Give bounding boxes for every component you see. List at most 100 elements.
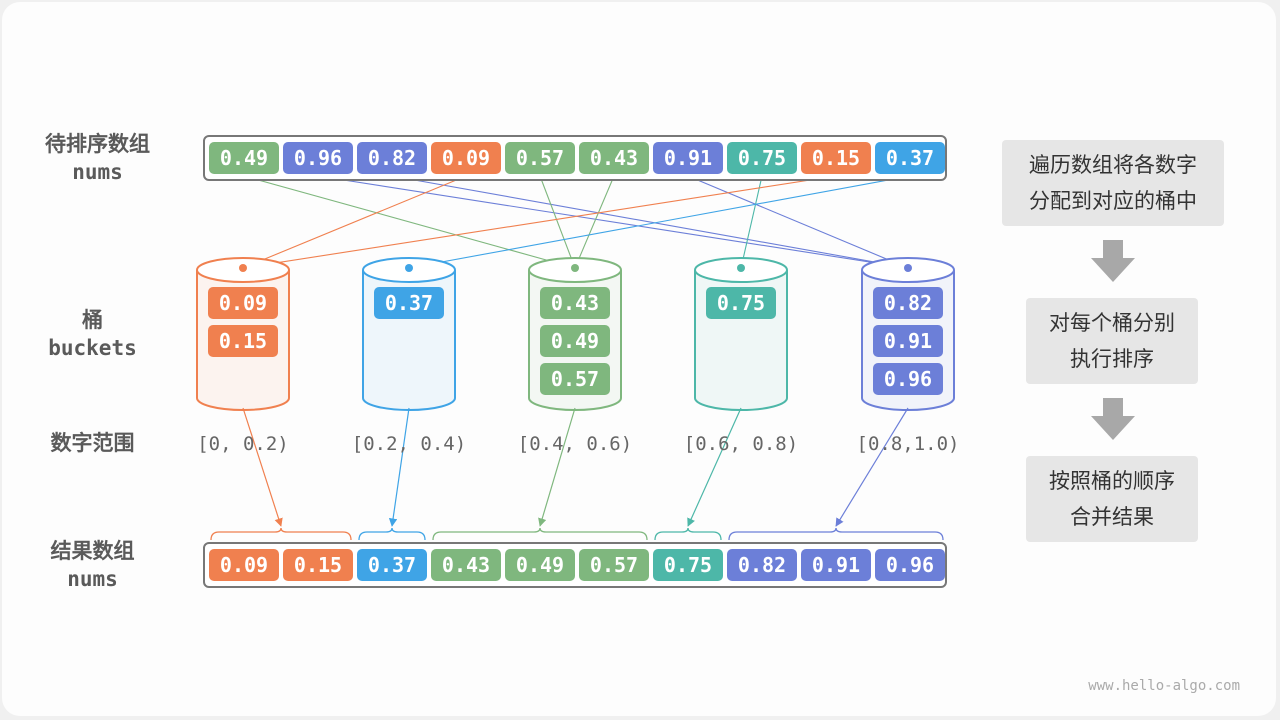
input-array-cell-bg bbox=[505, 142, 575, 174]
distribute-line bbox=[242, 175, 837, 269]
input-array-cell: 0.75 bbox=[727, 142, 797, 174]
merge-arrow bbox=[687, 407, 742, 527]
input-label-en: nums bbox=[72, 160, 123, 184]
merge-brace bbox=[728, 527, 944, 541]
step-distribute-line2: 分配到对应的桶中 bbox=[1029, 189, 1197, 213]
input-array-cell-value: 0.43 bbox=[590, 146, 638, 170]
output-array-cell-value: 0.57 bbox=[590, 553, 638, 577]
distribute-line bbox=[242, 175, 467, 269]
bucket-label-cn: 桶 bbox=[82, 308, 103, 332]
input-array-cell-bg bbox=[727, 142, 797, 174]
input-array-cell-value: 0.37 bbox=[886, 146, 934, 170]
bucket-item-bg bbox=[208, 325, 278, 357]
output-label-en: nums bbox=[67, 567, 118, 591]
bucket-item-value: 0.96 bbox=[884, 367, 932, 391]
output-array-cell: 0.82 bbox=[727, 549, 797, 581]
output-array-cell-value: 0.09 bbox=[220, 553, 268, 577]
output-array-cell-value: 0.96 bbox=[886, 553, 934, 577]
output-array-cell-bg bbox=[579, 549, 649, 581]
bucket-item-bg bbox=[706, 287, 776, 319]
bucket-item-value: 0.09 bbox=[219, 291, 267, 315]
step-distribute-line1: 遍历数组将各数字 bbox=[1029, 153, 1197, 177]
bucket: 0.37 [0.2, 0.4) bbox=[352, 257, 466, 455]
bucket-label-en: buckets bbox=[48, 336, 137, 360]
input-array-cell: 0.15 bbox=[801, 142, 871, 174]
step-merge-line2: 合并结果 bbox=[1070, 505, 1154, 529]
bucket-item-value: 0.57 bbox=[551, 367, 599, 391]
output-array-cell-bg bbox=[875, 549, 945, 581]
output-array-cell-value: 0.82 bbox=[738, 553, 786, 577]
input-array-cell-value: 0.57 bbox=[516, 146, 564, 170]
bucket-item-bg bbox=[873, 325, 943, 357]
bucket-entry-dot bbox=[571, 264, 579, 272]
output-array-cell: 0.96 bbox=[875, 549, 945, 581]
bucket-item-bg bbox=[540, 287, 610, 319]
bucket-item-bg bbox=[208, 287, 278, 319]
input-row-label: 待排序数组 nums bbox=[30, 130, 165, 186]
merge-brace bbox=[654, 527, 722, 541]
merge-arrow bbox=[835, 407, 909, 527]
input-array-cell: 0.09 bbox=[431, 142, 501, 174]
bucket: 0.820.910.96[0.8,1.0) bbox=[857, 257, 959, 455]
distribute-line bbox=[687, 175, 909, 269]
output-array-cell-value: 0.75 bbox=[664, 553, 712, 577]
merge-brace bbox=[432, 527, 648, 541]
distribute-line bbox=[539, 175, 576, 269]
output-array-cell-bg bbox=[727, 549, 797, 581]
input-array-cell-bg bbox=[579, 142, 649, 174]
output-array-cell-bg bbox=[653, 549, 723, 581]
distribute-line bbox=[574, 175, 615, 269]
bucket-entry-dot bbox=[904, 264, 912, 272]
output-array-cell: 0.49 bbox=[505, 549, 575, 581]
buckets-layer: 0.090.15[0, 0.2)0.37[0.2, 0.4)0.430.490.… bbox=[196, 257, 959, 455]
input-array-cell: 0.49 bbox=[209, 142, 279, 174]
bucket: 0.430.490.57[0.4, 0.6) bbox=[518, 257, 632, 455]
output-array-cell: 0.37 bbox=[357, 549, 427, 581]
bucket-entry-dot bbox=[239, 264, 247, 272]
input-array-cell-bg bbox=[653, 142, 723, 174]
bucket-item-value: 0.37 bbox=[385, 291, 433, 315]
input-array-cell-bg bbox=[357, 142, 427, 174]
output-array-cell: 0.15 bbox=[283, 549, 353, 581]
bucket-item-bg bbox=[540, 363, 610, 395]
input-array-cell: 0.43 bbox=[579, 142, 649, 174]
output-array-cell-value: 0.49 bbox=[516, 553, 564, 577]
output-array-cell-value: 0.37 bbox=[368, 553, 416, 577]
step-distribute: 遍历数组将各数字 分配到对应的桶中 bbox=[1002, 140, 1224, 226]
output-array-cell: 0.09 bbox=[209, 549, 279, 581]
output-array-cell-value: 0.43 bbox=[442, 553, 490, 577]
output-array-cell-bg bbox=[209, 549, 279, 581]
connection-lines bbox=[210, 175, 944, 541]
distribute-line bbox=[408, 175, 911, 269]
input-array-cell: 0.91 bbox=[653, 142, 723, 174]
bucket-range-label: [0.4, 0.6) bbox=[518, 433, 632, 455]
output-array-cell: 0.43 bbox=[431, 549, 501, 581]
step-merge-line1: 按照桶的顺序 bbox=[1049, 469, 1175, 493]
input-label-cn: 待排序数组 bbox=[45, 132, 150, 156]
bucket-range-label: [0, 0.2) bbox=[197, 433, 289, 455]
input-array-cell-bg bbox=[431, 142, 501, 174]
input-array-cell-bg bbox=[875, 142, 945, 174]
bucket-range-label: [0.2, 0.4) bbox=[352, 433, 466, 455]
output-array-cell: 0.75 bbox=[653, 549, 723, 581]
output-row-label: 结果数组 nums bbox=[30, 537, 155, 593]
merge-arrow bbox=[242, 407, 283, 527]
bucket-item-bg bbox=[374, 287, 444, 319]
bucket-item-value: 0.91 bbox=[884, 329, 932, 353]
step-sort-buckets: 对每个桶分别 执行排序 bbox=[1026, 298, 1198, 384]
bucket-item-value: 0.15 bbox=[219, 329, 267, 353]
bucket-item-value: 0.49 bbox=[551, 329, 599, 353]
watermark: www.hello-algo.com bbox=[1088, 678, 1240, 694]
input-array-cell-value: 0.49 bbox=[220, 146, 268, 170]
input-array-cell: 0.96 bbox=[283, 142, 353, 174]
output-array-cell-bg bbox=[431, 549, 501, 581]
range-row-label: 数字范围 bbox=[30, 429, 155, 457]
output-array-cell-bg bbox=[505, 549, 575, 581]
merge-arrow bbox=[538, 407, 576, 527]
input-array-cell-bg bbox=[283, 142, 353, 174]
output-array-cell-value: 0.91 bbox=[812, 553, 860, 577]
bucket-item-bg bbox=[873, 287, 943, 319]
merge-arrow bbox=[388, 407, 410, 527]
input-array-cell: 0.37 bbox=[875, 142, 945, 174]
